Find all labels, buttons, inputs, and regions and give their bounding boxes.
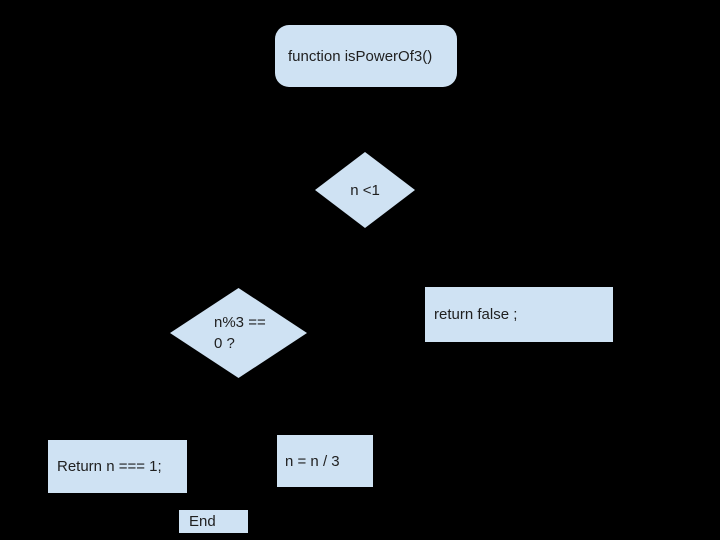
node-return-false-label: return false ; bbox=[434, 306, 518, 323]
flowchart-node-return-n-eq-1: Return n === 1; bbox=[48, 440, 187, 493]
flowchart-node-end: End bbox=[179, 510, 248, 533]
flowchart-node-return-false: return false ; bbox=[425, 287, 613, 342]
flowchart-node-divide-n-by-3: n = n / 3 bbox=[277, 435, 373, 487]
node-check-n-mod-3-label: n%3 == 0 ? bbox=[214, 314, 266, 352]
flowchart-node-check-n-mod-3: n%3 == 0 ? bbox=[170, 288, 307, 378]
flowchart-node-check-n-lt-1: n <1 bbox=[315, 152, 415, 228]
flowchart-node-start: function isPowerOf3() bbox=[275, 25, 457, 87]
node-start-label: function isPowerOf3() bbox=[288, 47, 433, 65]
node-end-label: End bbox=[189, 513, 216, 530]
node-divide-n-by-3-label: n = n / 3 bbox=[285, 452, 340, 470]
node-return-n-eq-1-label: Return n === 1; bbox=[57, 458, 162, 475]
node-check-n-lt-1-label: n <1 bbox=[350, 181, 380, 199]
